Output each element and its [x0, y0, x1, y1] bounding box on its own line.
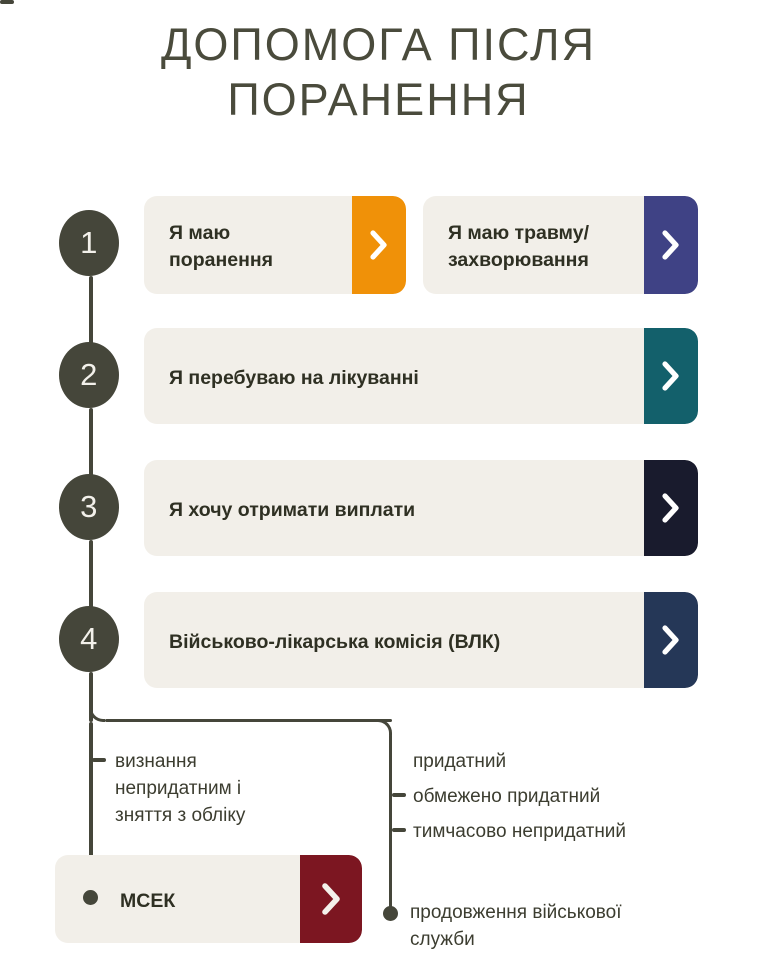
chevron-right-icon [659, 227, 683, 263]
card-step3-label: Я хочу отримати виплати [169, 499, 416, 521]
step-number-1: 1 [80, 225, 98, 260]
step-circle-4: 4 [59, 606, 119, 672]
branch-vertical-left [89, 722, 93, 895]
outcome-right-result-label: продовження військової служби [410, 902, 622, 950]
card-step3-arrow[interactable] [644, 460, 698, 556]
step-number-2: 2 [80, 357, 98, 392]
chevron-right-icon [659, 622, 683, 658]
card-step4[interactable]: Військово-лікарська комісія (ВЛК) [144, 592, 698, 688]
branch-elbow-left [89, 706, 105, 722]
card-step1-option1[interactable]: Я маю поранення [144, 196, 406, 294]
card-step1-option2[interactable]: Я маю травму/ захворювання [423, 196, 698, 294]
branch-horizontal [105, 718, 392, 722]
outcome-left-label: визнання непридатним і зняття з обліку [115, 751, 246, 826]
outcome-right-item-3: тимчасово непридатний [413, 821, 627, 842]
outcome-right-item-2: обмежено придатний [413, 786, 601, 807]
branch-vertical-right [388, 734, 392, 914]
card-step2-arrow[interactable] [644, 328, 698, 424]
timeline-segment-4-branch [89, 672, 93, 722]
step-circle-1: 1 [59, 210, 119, 276]
card-step1-option2-label: Я маю травму/ захворювання [448, 222, 589, 271]
step-number-4: 4 [80, 621, 98, 656]
card-step1-option2-arrow[interactable] [644, 196, 698, 294]
card-msek-arrow[interactable] [300, 855, 362, 943]
branch-tick-left-1 [92, 758, 106, 762]
timeline-segment-2-3 [89, 408, 93, 478]
chevron-right-icon [659, 490, 683, 526]
timeline-segment-3-4 [89, 540, 93, 608]
card-msek-label: МСЕК [120, 890, 176, 912]
chevron-right-icon [659, 358, 683, 394]
card-step3[interactable]: Я хочу отримати виплати [144, 460, 698, 556]
card-step2-label: Я перебуваю на лікуванні [169, 367, 419, 389]
card-step1-option1-label: Я маю поранення [169, 222, 274, 271]
step-circle-3: 3 [59, 474, 119, 540]
card-step4-arrow[interactable] [644, 592, 698, 688]
card-step1-option1-arrow[interactable] [352, 196, 406, 294]
chevron-right-icon [367, 227, 391, 263]
chevron-right-icon [318, 879, 344, 919]
branch-dot-left [83, 890, 98, 905]
branch-elbow-right [376, 718, 392, 735]
outcome-right-item-1: придатний [413, 751, 507, 772]
timeline-segment-1-2 [89, 276, 93, 346]
card-msek[interactable]: МСЕК [55, 855, 362, 943]
step-number-3: 3 [80, 489, 98, 524]
branch-tick-right-2 [392, 793, 406, 797]
card-step4-label: Військово-лікарська комісія (ВЛК) [169, 631, 501, 653]
branch-tick-right-3 [392, 828, 406, 832]
branch-dot-right [383, 906, 398, 921]
card-step2[interactable]: Я перебуваю на лікуванні [144, 328, 698, 424]
step-circle-2: 2 [59, 342, 119, 408]
branch-tick-right-1 [0, 0, 14, 4]
page-title: ДОПОМОГА ПІСЛЯ ПОРАНЕННЯ [160, 19, 597, 125]
